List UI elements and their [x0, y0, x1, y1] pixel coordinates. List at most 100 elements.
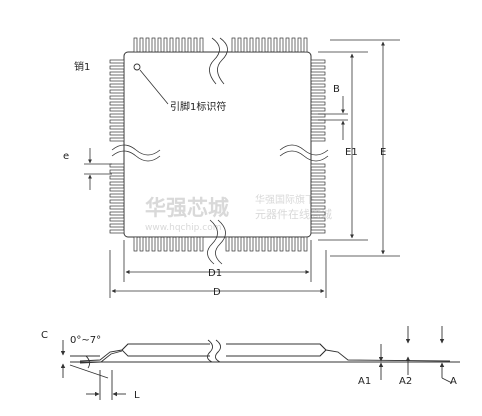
- pin-right: [310, 119, 326, 124]
- pin-left: [109, 137, 125, 142]
- pin-right: [310, 83, 326, 88]
- pin-top: [169, 37, 174, 53]
- pin-left: [109, 71, 125, 76]
- pin-top: [181, 37, 186, 53]
- pin-bottom: [145, 236, 150, 252]
- pin-top: [243, 37, 248, 53]
- pin-top: [133, 37, 138, 53]
- watermark-line1: 华强国际旗下: [255, 193, 315, 206]
- package-body: [123, 51, 312, 238]
- pin-right: [310, 229, 326, 234]
- pin-right: [310, 59, 326, 64]
- pin-right: [310, 101, 326, 106]
- pin-right: [310, 199, 326, 204]
- pin-right: [310, 95, 326, 100]
- watermark: 华强芯城 www.hqchip.com 华强国际旗下 元器件在线商城: [145, 193, 332, 233]
- pin-top: [175, 37, 180, 53]
- pin-top: [193, 37, 198, 53]
- pin-bottom: [187, 236, 192, 252]
- pin-bottom: [193, 236, 198, 252]
- pin-bottom: [237, 236, 242, 252]
- pin-right: [310, 193, 326, 198]
- pin-bottom: [199, 236, 204, 252]
- pin-top: [303, 37, 308, 53]
- pin-bottom: [285, 236, 290, 252]
- pin-left: [109, 83, 125, 88]
- angle-label: 0°~7°: [70, 335, 101, 346]
- pin-top: [297, 37, 302, 53]
- pin-left: [109, 89, 125, 94]
- pin-bottom: [279, 236, 284, 252]
- pin-left: [109, 95, 125, 100]
- break-lines: [111, 37, 329, 265]
- pin-left: [109, 101, 125, 106]
- pin-left: [109, 59, 125, 64]
- dim-e-label: e: [63, 151, 69, 162]
- pin-left: [109, 113, 125, 118]
- package-pins: [109, 37, 326, 252]
- pin-top: [249, 37, 254, 53]
- pin-bottom: [267, 236, 272, 252]
- side-view: [60, 326, 460, 400]
- pin-top: [267, 37, 272, 53]
- pin-right: [310, 187, 326, 192]
- pin1-indicator-circle: [133, 63, 141, 71]
- pin-left: [109, 77, 125, 82]
- pin-top: [261, 37, 266, 53]
- pin-right: [310, 113, 326, 118]
- pin-top: [273, 37, 278, 53]
- dim-D1-label: D1: [208, 268, 222, 279]
- pin-left: [109, 217, 125, 222]
- pin-bottom: [255, 236, 260, 252]
- pin-left: [109, 181, 125, 186]
- pin-bottom: [231, 236, 236, 252]
- pin-left: [109, 131, 125, 136]
- pin-bottom: [181, 236, 186, 252]
- watermark-brand: 华强芯城: [145, 196, 229, 220]
- pin-top: [279, 37, 284, 53]
- pin-left: [109, 223, 125, 228]
- dim-A-label: A: [450, 376, 457, 387]
- pin-left: [109, 205, 125, 210]
- dim-A1-label: A1: [358, 376, 371, 387]
- pin-left: [109, 199, 125, 204]
- dim-L-label: L: [134, 390, 140, 401]
- pin-right: [310, 71, 326, 76]
- pin-top: [139, 37, 144, 53]
- watermark-line2: 元器件在线商城: [255, 207, 332, 221]
- pin-right: [310, 107, 326, 112]
- pin-bottom: [175, 236, 180, 252]
- pin-left: [109, 119, 125, 124]
- pin-right: [310, 217, 326, 222]
- pin-bottom: [291, 236, 296, 252]
- dim-E-label: E: [380, 147, 386, 158]
- pin-top: [199, 37, 204, 53]
- dim-D-label: D: [213, 287, 221, 298]
- pin-bottom: [151, 236, 156, 252]
- pin-top: [255, 37, 260, 53]
- pin-right: [310, 125, 326, 130]
- pin1-mark-label: 引脚1标识符: [170, 100, 226, 113]
- pin-bottom: [169, 236, 174, 252]
- pin-bottom: [261, 236, 266, 252]
- pin-left: [109, 163, 125, 168]
- pin-bottom: [249, 236, 254, 252]
- pin-right: [310, 169, 326, 174]
- pin-left: [109, 211, 125, 216]
- pin-right: [310, 89, 326, 94]
- pin-right: [310, 175, 326, 180]
- pin-bottom: [133, 236, 138, 252]
- pin-bottom: [243, 236, 248, 252]
- pin1-leader-line: [139, 69, 169, 105]
- pin-right: [310, 223, 326, 228]
- pin-top: [231, 37, 236, 53]
- pin-bottom: [303, 236, 308, 252]
- pin-top: [187, 37, 192, 53]
- dim-C-label: C: [41, 330, 48, 341]
- pin-right: [310, 131, 326, 136]
- pin-right: [310, 211, 326, 216]
- pin-left: [109, 187, 125, 192]
- pin-left: [109, 107, 125, 112]
- pin-right: [310, 77, 326, 82]
- pin-right: [310, 181, 326, 186]
